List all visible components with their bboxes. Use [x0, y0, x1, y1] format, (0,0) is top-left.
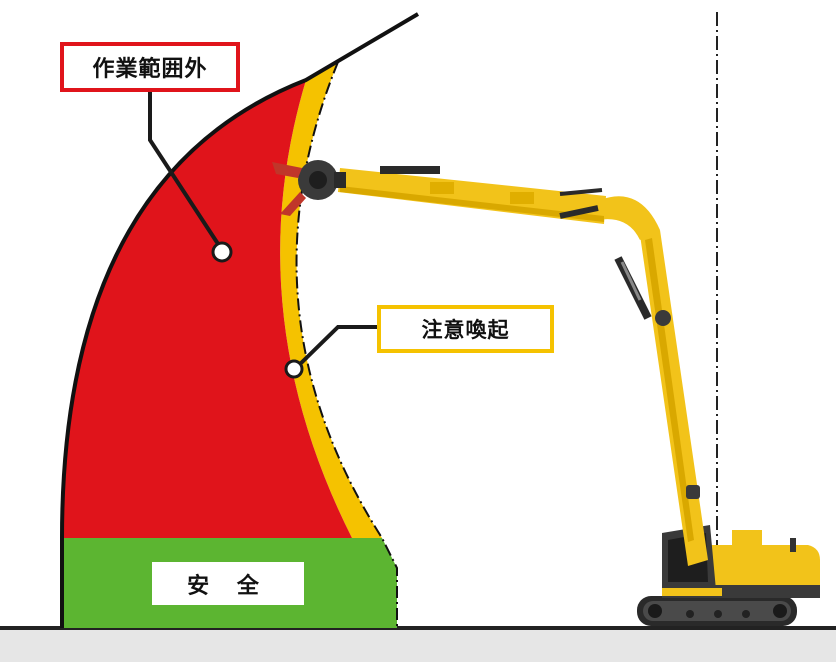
caution-zone	[280, 62, 382, 538]
caution-alert-label: 注意喚起	[377, 305, 554, 353]
leader-dot-yellow	[284, 359, 304, 379]
leader-line-yellow	[294, 325, 377, 370]
outside-work-range-label: 作業範囲外	[60, 42, 240, 92]
work-envelope-outline	[60, 12, 420, 628]
excavator-icon	[272, 160, 820, 626]
ground-area	[0, 628, 836, 662]
outside-range-zone	[62, 80, 352, 538]
caution-alert-text: 注意喚起	[421, 318, 510, 342]
leader-dot-red	[211, 241, 233, 263]
caution-boundary-line	[295, 61, 398, 628]
safe-zone-label: 安 全	[152, 562, 304, 605]
outside-work-range-text: 作業範囲外	[92, 57, 208, 82]
safe-zone-text: 安 全	[187, 573, 269, 599]
leader-line-red	[148, 92, 224, 252]
crusher-attachment-icon	[272, 160, 346, 216]
crawler-track-icon	[637, 596, 797, 626]
